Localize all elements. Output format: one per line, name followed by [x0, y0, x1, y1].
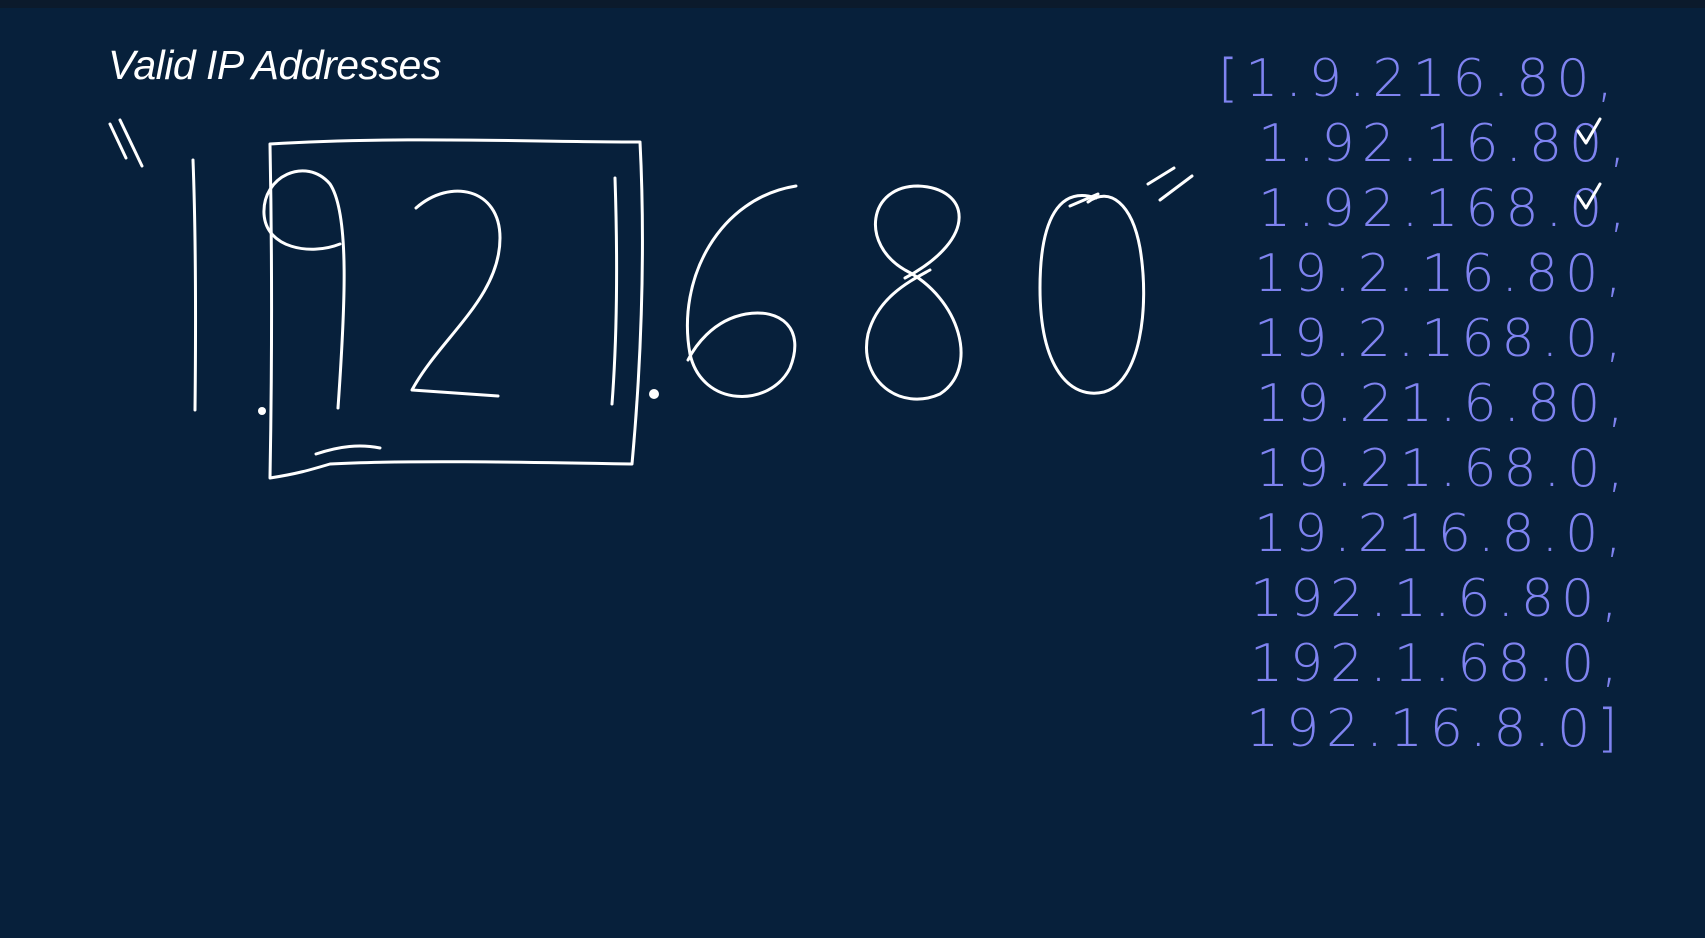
dot-separator: [258, 407, 266, 415]
input-string-digits: [191, 158, 1146, 415]
result-item: 19.21.68.0,: [1256, 439, 1631, 499]
result-item: 19.21.6.80,: [1256, 374, 1631, 434]
result-item: 19.216.8.0,: [1254, 504, 1629, 564]
check-icon: [1576, 117, 1602, 145]
result-item: 192.16.8.0]: [1246, 699, 1624, 759]
check-marks: [1576, 117, 1602, 210]
result-item: 19.2.168.0,: [1254, 309, 1629, 369]
open-quote-mark: [108, 118, 144, 168]
check-icon: [1576, 182, 1602, 210]
dot-separator: [649, 389, 659, 399]
result-item: 19.2.16.80,: [1254, 244, 1629, 304]
result-item: 192.1.68.0,: [1250, 634, 1625, 694]
result-item: 1.92.16.80,: [1258, 114, 1633, 174]
selection-box: [268, 138, 644, 480]
results-list: [1.9.216.80,1.92.16.80,1.92.168.0,19.2.1…: [1218, 49, 1633, 759]
whiteboard-canvas: Valid IP Addresses: [0, 8, 1705, 938]
result-item: [1.9.216.80,: [1218, 49, 1620, 109]
result-item: 1.92.168.0,: [1258, 179, 1633, 239]
page-title: Valid IP Addresses: [108, 42, 441, 88]
handwriting-layer: [1.9.216.80,1.92.16.80,1.92.168.0,19.2.1…: [108, 49, 1633, 759]
result-item: 192.1.6.80,: [1250, 569, 1625, 629]
close-quote-mark: [1146, 166, 1194, 202]
